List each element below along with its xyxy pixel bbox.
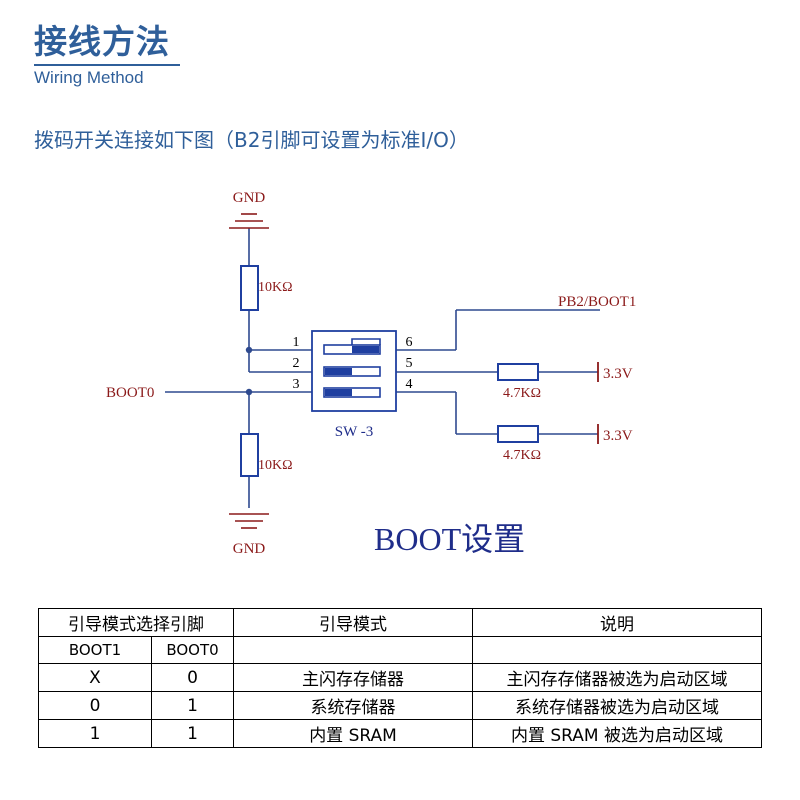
table-row: 1 1 内置 SRAM 内置 SRAM 被选为启动区域 [38, 719, 762, 748]
switch-knob-3 [325, 389, 352, 396]
table-header-cell: 说明 [472, 608, 762, 637]
resistor-bottom-label: 10KΩ [258, 458, 293, 473]
table-subheader-cell: BOOT0 [151, 636, 234, 664]
ground-symbol-bottom [229, 513, 269, 529]
pb2-boot1-label: PB2/BOOT1 [558, 294, 636, 310]
table-cell: 主闪存存储器被选为启动区域 [472, 663, 762, 692]
description-text: 拨码开关连接如下图（B2引脚可设置为标准I/O） [34, 128, 469, 152]
table-cell: 1 [38, 719, 152, 748]
table-cell: 内置 SRAM 被选为启动区域 [472, 719, 762, 748]
table-cell: 系统存储器 [233, 691, 473, 720]
title-block: 接线方法 Wiring Method [34, 22, 180, 88]
wires [165, 228, 600, 508]
table-cell: 0 [151, 663, 234, 692]
table-header-cell: 引导模式 [233, 608, 473, 637]
table-subheader-row: BOOT1 BOOT0 [38, 636, 762, 664]
resistor-top-label: 10KΩ [258, 280, 293, 295]
pin-number: 4 [406, 377, 413, 392]
page-subtitle: Wiring Method [34, 68, 144, 87]
resistor-top [240, 265, 259, 311]
resistor-right-bottom [497, 425, 539, 443]
schematic-caption: BOOT设置 [374, 521, 525, 557]
table-empty-cell [233, 636, 473, 664]
table-empty-cell [472, 636, 762, 664]
table-cell: 1 [151, 691, 234, 720]
table-row: X 0 主闪存存储器 主闪存存储器被选为启动区域 [38, 663, 762, 692]
table-cell: 1 [151, 719, 234, 748]
table-row: 0 1 系统存储器 系统存储器被选为启动区域 [38, 691, 762, 720]
resistor-right-bottom-label: 4.7KΩ [503, 448, 541, 463]
table-cell: 内置 SRAM [233, 719, 473, 748]
switch-label: SW -3 [335, 424, 373, 440]
table-cell: 0 [38, 691, 152, 720]
vcc-top-label: 3.3V [603, 366, 633, 382]
table-cell: 主闪存存储器 [233, 663, 473, 692]
ground-symbol-top [229, 213, 269, 229]
resistor-right-top-label: 4.7KΩ [503, 386, 541, 401]
page-title: 接线方法 [34, 22, 170, 61]
gnd-top-label: GND [233, 190, 266, 206]
boot-schematic: GND GND 10KΩ 10KΩ 4.7KΩ 4.7KΩ 3.3V 3.3V … [106, 190, 636, 557]
table-header-row: 引导模式选择引脚 引导模式 说明 [38, 608, 762, 637]
dip-switch [311, 330, 397, 412]
resistor-right-top [497, 363, 539, 381]
vcc-bottom-label: 3.3V [603, 428, 633, 444]
table-cell: X [38, 663, 152, 692]
boot-mode-table: 引导模式选择引脚 引导模式 说明 BOOT1 BOOT0 X 0 主闪存存储器 … [38, 608, 762, 748]
switch-knob-1 [352, 346, 379, 353]
switch-knob-2 [325, 368, 352, 375]
gnd-bottom-label: GND [233, 541, 266, 557]
junction-dot [245, 388, 253, 396]
boot0-label: BOOT0 [106, 385, 154, 401]
table-subheader-cell: BOOT1 [38, 636, 152, 664]
switch-actuator [351, 338, 381, 345]
junction-dot [245, 346, 253, 354]
table-cell: 系统存储器被选为启动区域 [472, 691, 762, 720]
pin-number: 5 [406, 356, 413, 371]
title-underline [34, 64, 180, 66]
table-header-cell: 引导模式选择引脚 [38, 608, 234, 637]
pin-number: 3 [293, 377, 300, 392]
pin-number: 1 [293, 335, 300, 350]
pin-number: 2 [293, 356, 300, 371]
resistor-bottom [240, 433, 259, 477]
pin-number: 6 [406, 335, 413, 350]
